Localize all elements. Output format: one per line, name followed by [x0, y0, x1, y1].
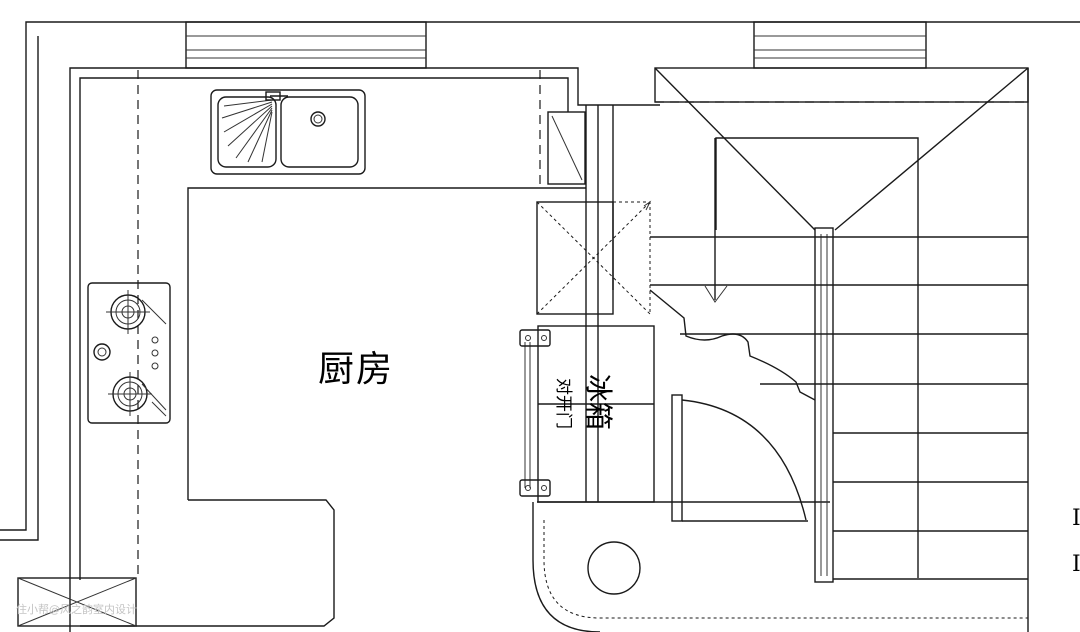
edge-mark-bottom: I — [1072, 552, 1080, 577]
sink-icon — [210, 89, 366, 175]
door-swing — [671, 394, 808, 522]
landing — [532, 502, 1028, 632]
kitchen-counter — [80, 70, 586, 627]
outer-walls — [0, 21, 1080, 632]
fridge-door-type-label: 对开门 — [553, 378, 573, 429]
ventilation-shaft — [536, 200, 652, 315]
refrigerator — [519, 325, 655, 503]
watermark: 住小帮@风之韵室内设计 — [16, 603, 137, 616]
fridge-label: 冰箱 — [582, 374, 615, 431]
staircase — [649, 67, 1029, 583]
floor-vent — [17, 577, 137, 627]
edge-mark-top: I — [1072, 506, 1080, 531]
tall-cabinet — [547, 111, 586, 185]
room-label-kitchen: 厨房 — [318, 349, 395, 390]
partition-lines — [537, 105, 830, 503]
window-left — [185, 21, 427, 69]
window-right — [753, 21, 927, 69]
stove-icon — [87, 282, 171, 424]
